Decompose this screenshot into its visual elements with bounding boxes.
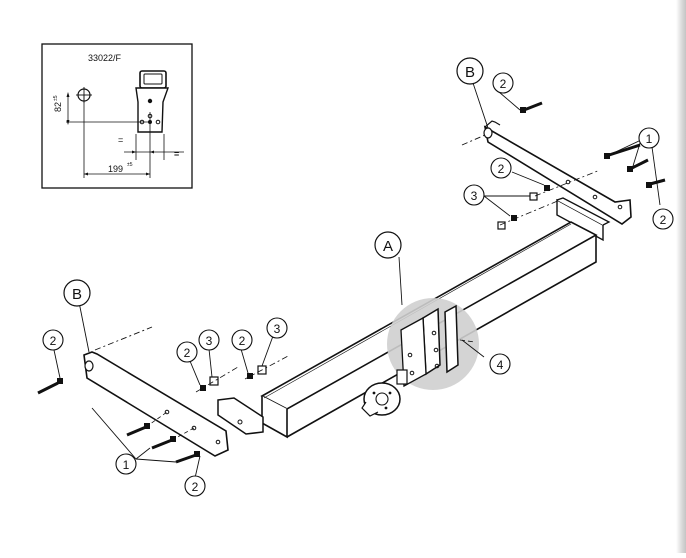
callout-2-center-left: 2 (231, 329, 253, 351)
callout-3-center-left: 3 (266, 317, 288, 339)
callout-1-right: 1 (638, 127, 660, 149)
inset-equal-mark-2: = (174, 149, 179, 159)
svg-text:1: 1 (123, 458, 130, 472)
svg-text:1: 1 (646, 132, 653, 146)
callout-3-right: 3 (463, 184, 485, 206)
svg-text:2: 2 (50, 334, 57, 348)
svg-text:3: 3 (206, 334, 213, 348)
callout-2-bottom: 2 (184, 475, 206, 497)
left-side-bracket (83, 326, 229, 457)
callout-2-far-right: 2 (652, 208, 674, 230)
right-side-bracket (483, 120, 632, 225)
inset-part-number: 33022/F (88, 53, 122, 63)
svg-text:2: 2 (660, 213, 667, 227)
inset-height-dim: 82 (53, 102, 63, 112)
inset-width-tol: ±5 (127, 162, 133, 168)
callout-B-left: B (63, 279, 91, 307)
callout-4: 4 (489, 353, 511, 375)
callout-2-mid-left: 2 (176, 341, 198, 363)
inset-detail: 33022/F 82 ±5 (41, 43, 193, 189)
callout-2-top: 2 (492, 72, 514, 94)
callout-1-left: 1 (115, 453, 137, 475)
svg-text:B: B (72, 286, 82, 303)
svg-text:3: 3 (471, 189, 478, 203)
page-edge-shadow (676, 0, 686, 553)
inset-equal-mark-1: = (118, 135, 123, 145)
right-nuts (497, 169, 601, 230)
svg-text:3: 3 (274, 322, 281, 336)
callout-2-mid: 2 (490, 157, 512, 179)
svg-text:2: 2 (500, 77, 507, 91)
svg-text:2: 2 (184, 346, 191, 360)
left-bolts (37, 378, 200, 464)
callout-A: A (374, 231, 402, 259)
svg-text:2: 2 (498, 162, 505, 176)
svg-text:2: 2 (239, 334, 246, 348)
towball-mount-area (361, 298, 479, 417)
callout-2-left: 2 (42, 329, 64, 351)
callout-3-mid-left: 3 (198, 329, 220, 351)
svg-text:A: A (383, 238, 393, 255)
leader-lines (53, 82, 661, 479)
svg-text:2: 2 (192, 480, 199, 494)
inset-bracket (135, 70, 169, 133)
callout-B-right: B (456, 57, 484, 85)
inset-height-tol: ±5 (53, 95, 59, 101)
inset-width-dim: 199 (108, 164, 123, 174)
svg-text:4: 4 (497, 358, 504, 372)
svg-text:B: B (465, 64, 475, 81)
